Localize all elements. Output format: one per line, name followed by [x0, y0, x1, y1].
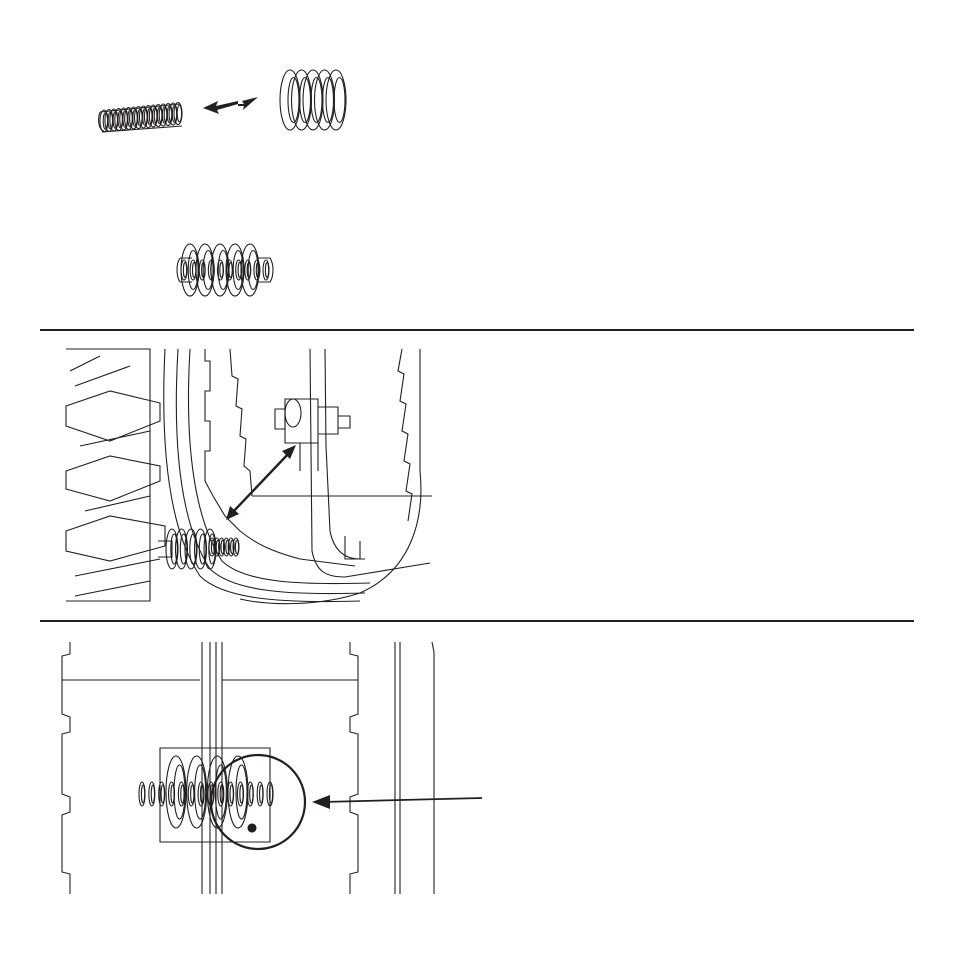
large-spring-coil [303, 70, 323, 130]
detail-spring-inner-coil-inner [230, 785, 233, 803]
assembled-inner-coil-inner [220, 263, 223, 278]
detail-spring-inner-coil-inner [151, 785, 154, 803]
detail-spring-end-dot [248, 824, 256, 832]
detail-spring-inner-coil-inner [191, 785, 194, 803]
assembled-inner-coil-inner [265, 263, 268, 278]
assembled-inner-coil-inner [238, 263, 241, 278]
sheave-frame [62, 642, 434, 894]
assembled-spring-illustration [177, 244, 273, 296]
mid-spring-inner-coil-inner [235, 540, 238, 554]
detail-spring-inner-coil-inner [141, 785, 144, 803]
detail-spring-coil-inner [174, 765, 185, 819]
spring-detail-svg [0, 622, 954, 954]
small-spring-coil-inner [177, 105, 181, 122]
large-spring-coil [280, 70, 300, 130]
detail-spring-inner-coil-inner [269, 785, 272, 803]
detail-spring-inner-coil-inner [250, 785, 253, 803]
detail-spring-inner-coil-inner [171, 785, 174, 803]
pointer-arrow-icon [226, 445, 296, 520]
large-spring-coil [326, 70, 346, 130]
detail-pointer-arrow-icon [312, 795, 482, 809]
detail-spring-inner-coil-inner [181, 785, 184, 803]
spring-install-svg [0, 331, 954, 621]
small-spring-illustration [99, 103, 182, 133]
spring-comparison-svg [0, 0, 954, 330]
large-spring-coil [315, 70, 335, 130]
assembled-inner-coil-inner [193, 263, 196, 278]
assembled-inner-coil-inner [229, 263, 232, 278]
large-spring-coil-inner [334, 78, 345, 123]
spring-seat-illustration [275, 399, 350, 471]
detail-spring-inner-coil-inner [161, 785, 164, 803]
spring-install-location-figure [0, 331, 954, 621]
assembled-inner-coil-inner [183, 263, 186, 278]
large-spring-illustration [280, 70, 346, 130]
spring-installed-detail-figure [0, 622, 954, 954]
sheave-fins [66, 349, 165, 601]
large-spring-coil [292, 70, 312, 130]
spring-comparison-figure [0, 0, 954, 330]
detail-spring-inner-coil-inner [240, 785, 243, 803]
detail-spring-inner-coil-inner [260, 785, 263, 803]
spring-in-seat-illustration [139, 756, 273, 832]
spring-on-shaft-illustration [158, 529, 239, 569]
double-arrow-icon [203, 97, 258, 114]
